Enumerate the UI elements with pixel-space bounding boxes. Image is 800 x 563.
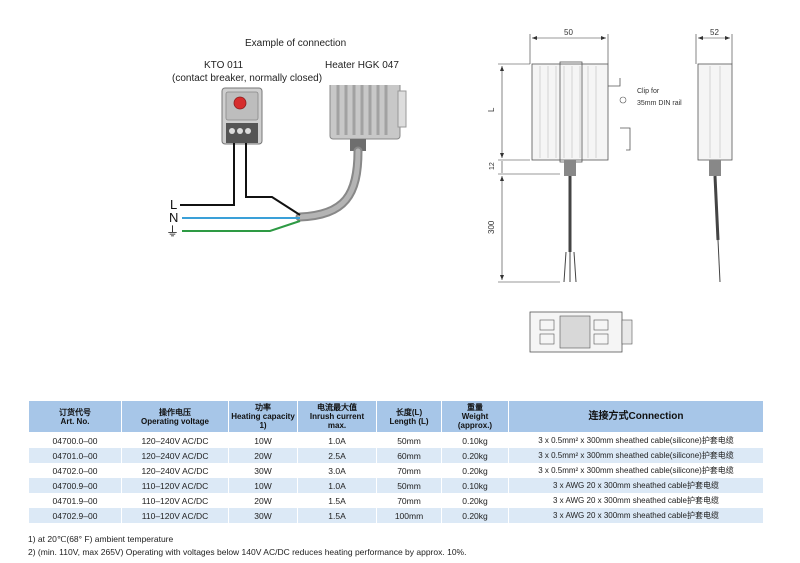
header-en: Length (L) bbox=[389, 416, 429, 426]
cell-power: 30W bbox=[228, 463, 298, 478]
cell-current: 1.0A bbox=[297, 478, 377, 493]
col-header-current: 电流最大值 Inrush current max. bbox=[297, 400, 377, 433]
cell-length: 50mm bbox=[376, 478, 442, 493]
dim-cable-length: 300 bbox=[487, 220, 496, 234]
cell-current: 1.5A bbox=[297, 493, 377, 508]
cell-art-no: 04702.0–00 bbox=[28, 463, 122, 478]
cell-voltage: 120–240V AC/DC bbox=[121, 448, 229, 463]
dim-front-width: 50 bbox=[564, 28, 573, 37]
header-en: Art. No. bbox=[60, 416, 90, 426]
heater-name: Heater HGK 047 bbox=[325, 60, 399, 71]
cell-voltage: 110–120V AC/DC bbox=[121, 508, 229, 523]
wire-label-N: N bbox=[169, 210, 178, 225]
cell-length: 60mm bbox=[376, 448, 442, 463]
header-en: 连接方式Connection bbox=[588, 411, 684, 422]
header-en: Operating voltage bbox=[140, 416, 209, 426]
diagram-title: Example of connection bbox=[245, 38, 347, 49]
cell-weight: 0.20kg bbox=[441, 508, 509, 523]
clip-label-line2: 35mm DIN rail bbox=[637, 100, 682, 107]
cell-power: 30W bbox=[228, 508, 298, 523]
cell-current: 2.5A bbox=[297, 448, 377, 463]
cell-power: 20W bbox=[228, 448, 298, 463]
ground-icon: ⏚ bbox=[166, 225, 179, 240]
col-header-power: 功率 Heating capacity 1) bbox=[228, 400, 298, 433]
header-zh: 订货代号 bbox=[59, 407, 91, 417]
cell-voltage: 110–120V AC/DC bbox=[121, 493, 229, 508]
cell-length: 70mm bbox=[376, 493, 442, 508]
cell-voltage: 110–120V AC/DC bbox=[121, 478, 229, 493]
header-zh: 功率 bbox=[255, 403, 271, 412]
wire-label-L: L bbox=[170, 197, 177, 212]
cell-weight: 0.20kg bbox=[441, 493, 509, 508]
clip-label-line1: Clip for bbox=[637, 88, 660, 95]
cell-art-no: 04700.9–00 bbox=[28, 478, 122, 493]
header-zh: 操作电压 bbox=[159, 407, 191, 417]
col-header-connection: 连接方式Connection bbox=[508, 400, 764, 433]
table-header-row: 订货代号 Art. No. 操作电压 Operating voltage 功率 … bbox=[28, 400, 764, 433]
thermostat-led-icon bbox=[233, 96, 247, 110]
cell-voltage: 120–240V AC/DC bbox=[121, 463, 229, 478]
cell-current: 1.5A bbox=[297, 508, 377, 523]
cell-length: 70mm bbox=[376, 463, 442, 478]
header-zh: 电流最大值 bbox=[317, 403, 357, 412]
cell-weight: 0.10kg bbox=[441, 478, 509, 493]
header-en: Weight (approx.) bbox=[457, 412, 493, 430]
cell-connection: 3 x AWG 20 x 300mm sheathed cable护套电缆 bbox=[508, 478, 764, 493]
cell-art-no: 04702.9–00 bbox=[28, 508, 122, 523]
dim-gap: 12 bbox=[489, 162, 496, 170]
cell-connection: 3 x 0.5mm² x 300mm sheathed cable(silico… bbox=[508, 432, 764, 448]
cell-connection: 3 x 0.5mm² x 300mm sheathed cable(silico… bbox=[508, 463, 764, 478]
cell-art-no: 04701.0–00 bbox=[28, 448, 122, 463]
cell-weight: 0.20kg bbox=[441, 448, 509, 463]
thermostat-description: (contact breaker, normally closed) bbox=[172, 73, 323, 84]
dimension-drawing: 50 Clip for 35mm DIN rail L 12 300 52 bbox=[487, 28, 733, 353]
footnote-2: 2) (min. 110V, max 265V) Operating with … bbox=[28, 547, 467, 557]
cell-weight: 0.20kg bbox=[441, 463, 509, 478]
cell-art-no: 04700.0–00 bbox=[28, 432, 122, 448]
thermostat-name: KTO 011 bbox=[204, 60, 244, 71]
header-zh: 重量 bbox=[467, 403, 483, 412]
cell-power: 10W bbox=[228, 478, 298, 493]
cell-current: 3.0A bbox=[297, 463, 377, 478]
footnote-1: 1) at 20℃(68° F) ambient temperature bbox=[28, 534, 174, 544]
col-header-voltage: 操作电压 Operating voltage bbox=[121, 400, 229, 433]
cell-connection: 3 x 0.5mm² x 300mm sheathed cable(silico… bbox=[508, 448, 764, 463]
dim-side-width: 52 bbox=[710, 28, 719, 37]
cell-current: 1.0A bbox=[297, 432, 377, 448]
col-header-weight: 重量 Weight (approx.) bbox=[441, 400, 509, 433]
cell-length: 50mm bbox=[376, 432, 442, 448]
cell-power: 10W bbox=[228, 432, 298, 448]
heater-illustration bbox=[329, 85, 407, 151]
col-header-length: 长度(L) Length (L) bbox=[376, 400, 442, 433]
cell-connection: 3 x AWG 20 x 300mm sheathed cable护套电缆 bbox=[508, 493, 764, 508]
header-en: Heating capacity 1) bbox=[231, 412, 295, 430]
cell-power: 20W bbox=[228, 493, 298, 508]
cell-connection: 3 x AWG 20 x 300mm sheathed cable护套电缆 bbox=[508, 508, 764, 523]
connection-diagram: L N ⏚ bbox=[166, 85, 407, 240]
cell-weight: 0.10kg bbox=[441, 432, 509, 448]
header-en: Inrush current max. bbox=[309, 412, 365, 430]
cell-voltage: 120–240V AC/DC bbox=[121, 432, 229, 448]
col-header-art-no: 订货代号 Art. No. bbox=[28, 400, 122, 433]
thermostat-illustration bbox=[221, 87, 263, 145]
dim-height-L: L bbox=[487, 107, 496, 112]
cell-art-no: 04701.9–00 bbox=[28, 493, 122, 508]
cell-length: 100mm bbox=[376, 508, 442, 523]
spec-table: 订货代号 Art. No. 操作电压 Operating voltage 功率 … bbox=[28, 400, 764, 523]
header-zh: 长度(L) bbox=[395, 407, 423, 417]
